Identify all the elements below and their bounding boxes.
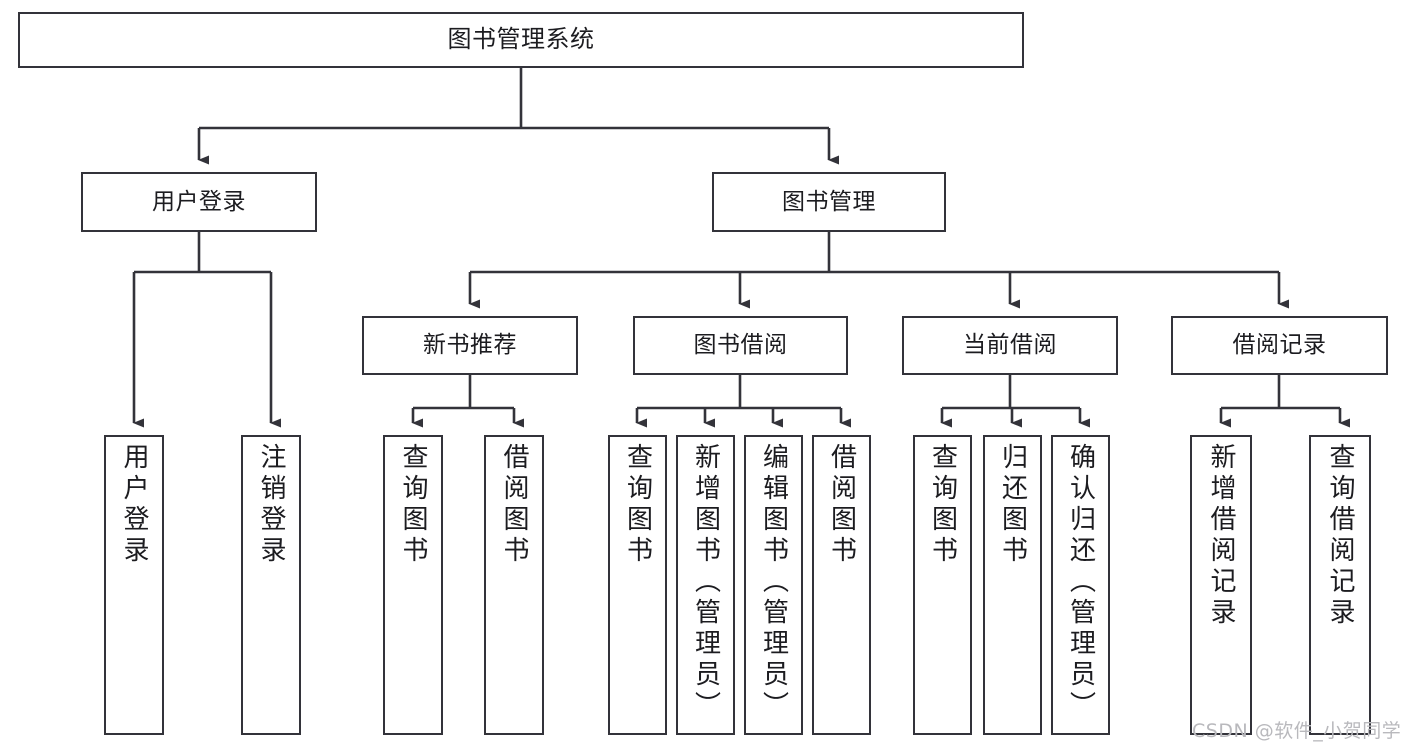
csdn-watermark: CSDN @软件_小贺同学	[1192, 720, 1402, 742]
leaf-edit-book-admin[interactable]: 编辑图书（管理员）	[744, 435, 803, 735]
leaf-borrow-books-new[interactable]: 借阅图书	[484, 435, 544, 735]
node-label: 用户登录	[119, 443, 149, 567]
leaf-query-books-current[interactable]: 查询图书	[913, 435, 972, 735]
node-label: 图书管理	[782, 188, 876, 215]
leaf-add-borrow-record[interactable]: 新增借阅记录	[1190, 435, 1252, 735]
node-label: 当前借阅	[963, 332, 1057, 359]
node-root-library-system[interactable]: 图书管理系统	[18, 12, 1024, 68]
node-label: 查询图书	[622, 443, 653, 567]
leaf-return-book[interactable]: 归还图书	[983, 435, 1042, 735]
node-label: 新书推荐	[423, 332, 517, 359]
leaf-logout[interactable]: 注销登录	[241, 435, 301, 735]
leaf-query-books-new[interactable]: 查询图书	[383, 435, 443, 735]
node-new-book-recommend[interactable]: 新书推荐	[362, 316, 578, 375]
node-borrow-records[interactable]: 借阅记录	[1171, 316, 1388, 375]
node-label: 图书借阅	[693, 332, 788, 359]
node-user-login[interactable]: 用户登录	[81, 172, 317, 232]
node-label: 借阅图书	[826, 443, 857, 567]
node-label: 借阅图书	[499, 443, 529, 567]
node-label: 图书管理系统	[447, 25, 595, 54]
node-label: 查询图书	[398, 443, 428, 567]
leaf-user-login[interactable]: 用户登录	[104, 435, 164, 735]
leaf-query-borrow-record[interactable]: 查询借阅记录	[1309, 435, 1371, 735]
node-label: 确认归还（管理员）	[1065, 443, 1096, 722]
node-label: 借阅记录	[1232, 332, 1327, 359]
node-label: 用户登录	[152, 188, 246, 215]
node-current-borrow[interactable]: 当前借阅	[902, 316, 1118, 375]
node-book-borrow[interactable]: 图书借阅	[633, 316, 848, 375]
leaf-query-books-borrow[interactable]: 查询图书	[608, 435, 667, 735]
node-book-management[interactable]: 图书管理	[712, 172, 946, 232]
node-label: 注销登录	[256, 443, 286, 567]
node-label: 新增借阅记录	[1206, 443, 1236, 629]
leaf-add-book-admin[interactable]: 新增图书（管理员）	[676, 435, 735, 735]
node-label: 归还图书	[997, 443, 1028, 567]
node-label: 编辑图书（管理员）	[758, 443, 789, 722]
leaf-confirm-return-admin[interactable]: 确认归还（管理员）	[1051, 435, 1110, 735]
node-label: 新增图书（管理员）	[690, 443, 721, 722]
node-label: 查询图书	[927, 443, 958, 567]
node-label: 查询借阅记录	[1325, 443, 1355, 629]
leaf-borrow-book[interactable]: 借阅图书	[812, 435, 871, 735]
